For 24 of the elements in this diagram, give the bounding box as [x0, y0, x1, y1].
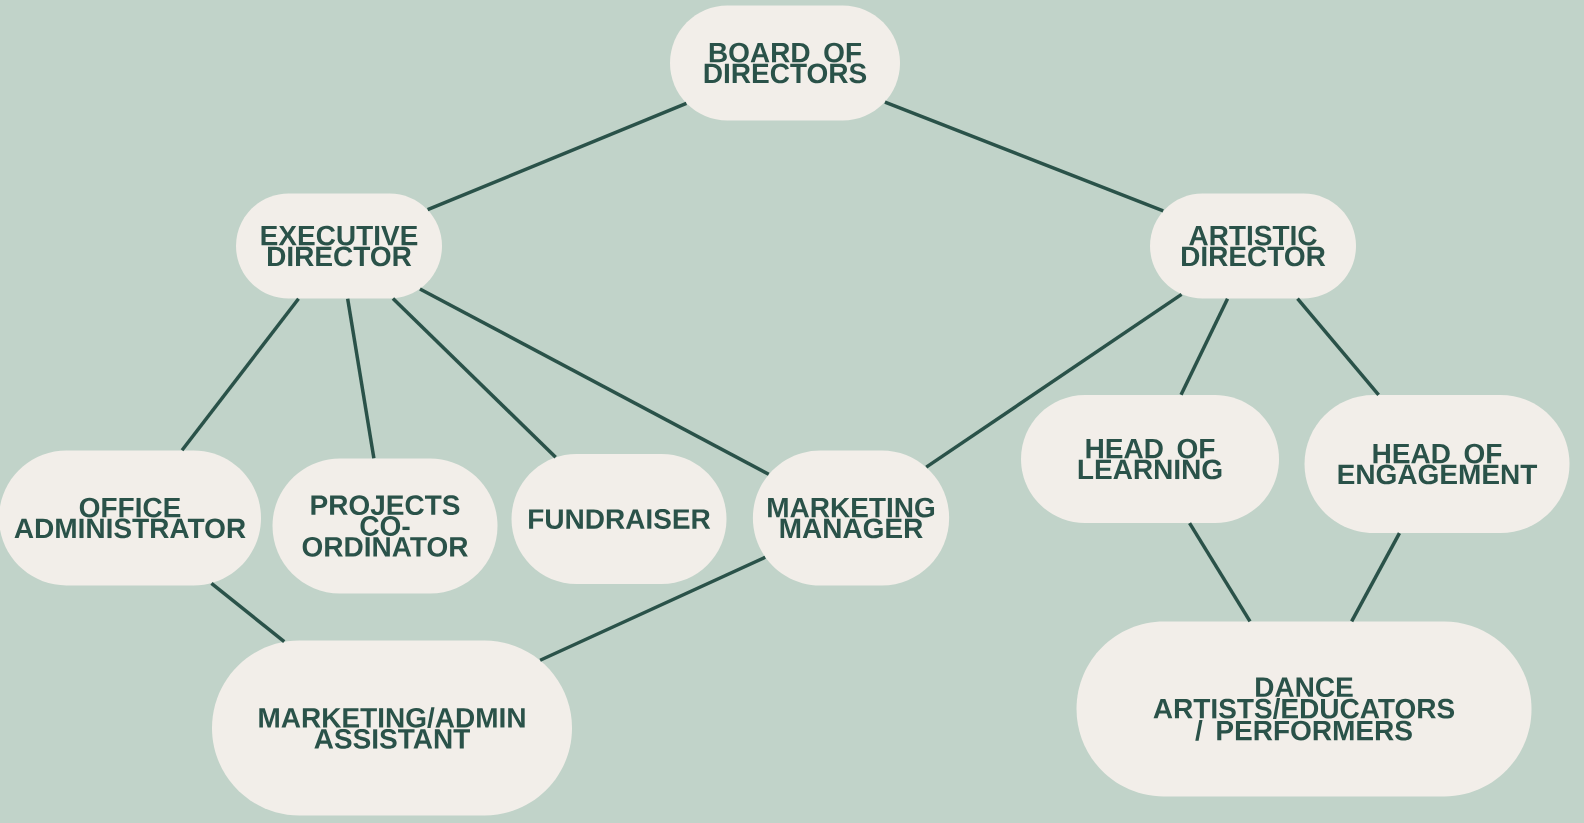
- connector-line: [925, 292, 1183, 469]
- connector-line: [426, 101, 688, 212]
- connector-line: [1350, 532, 1401, 623]
- connector-line: [391, 297, 557, 459]
- connector-line: [210, 581, 286, 643]
- connector-line: [180, 297, 300, 452]
- role-box: DANCE ARTISTS/EDUCATORS / PERFORMERS: [1076, 621, 1532, 797]
- connector-line: [1188, 522, 1252, 623]
- connector-line: [884, 100, 1164, 213]
- role-box: PROJECTS CO-ORDINATOR: [272, 458, 498, 594]
- role-box: FUNDRAISER: [511, 454, 727, 584]
- role-box: ARTISTIC DIRECTOR: [1150, 193, 1356, 299]
- connector-line: [419, 287, 770, 476]
- role-box: OFFICE ADMINISTRATOR: [0, 450, 261, 586]
- connector-line: [1179, 297, 1230, 396]
- connector-line: [539, 555, 766, 662]
- role-box: HEAD OF ENGAGEMENT: [1304, 395, 1570, 533]
- connector-line: [345, 298, 376, 459]
- role-box: EXECUTIVE DIRECTOR: [236, 193, 442, 299]
- role-box: BOARD OF DIRECTORS: [670, 5, 900, 121]
- role-box: HEAD OF LEARNING: [1021, 395, 1279, 523]
- role-box: MARKETING/ADMIN ASSISTANT: [212, 640, 572, 816]
- role-box: MARKETING MANAGER: [752, 450, 950, 586]
- connector-line: [1296, 297, 1380, 396]
